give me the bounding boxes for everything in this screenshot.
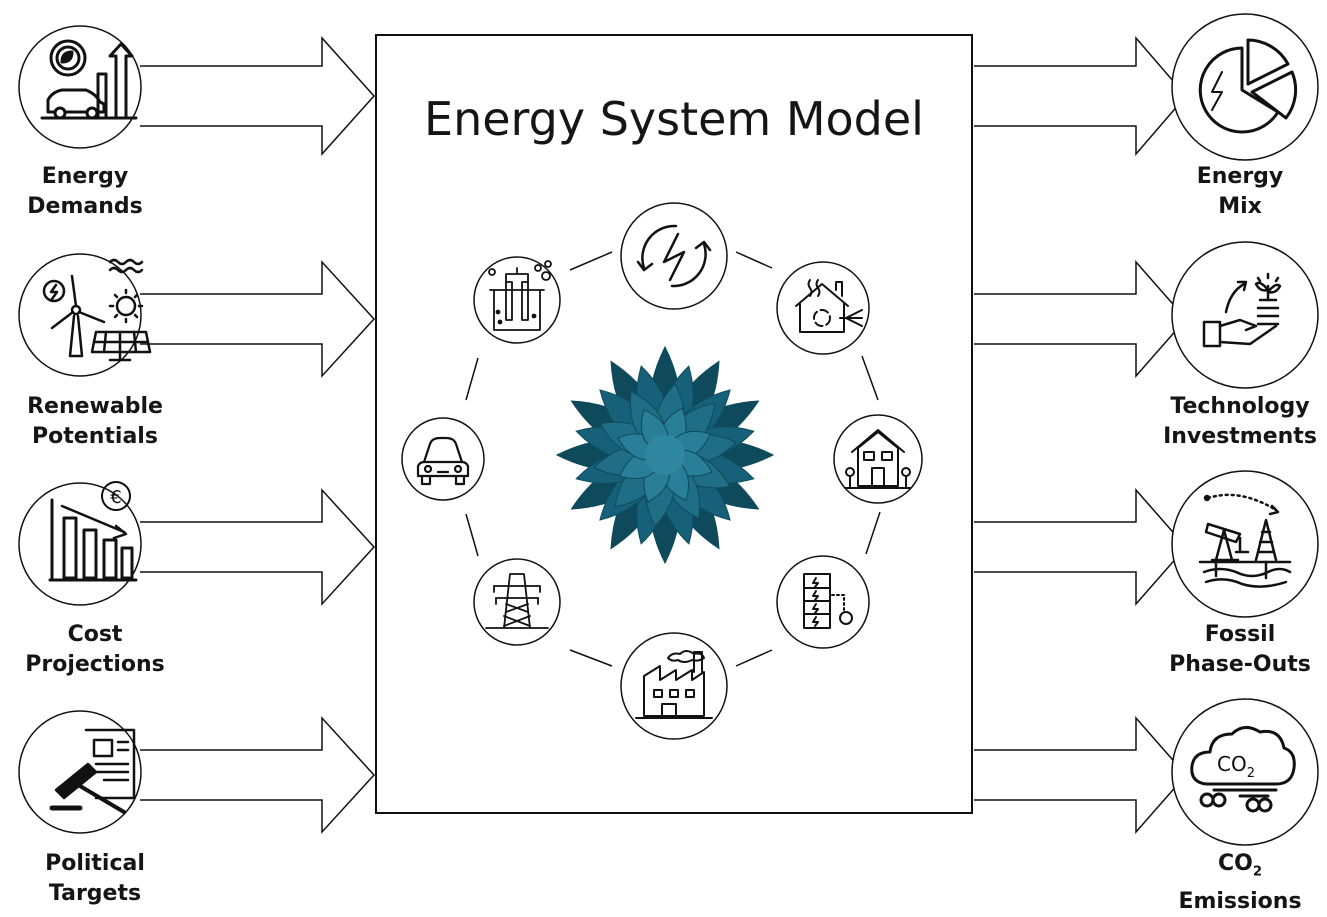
ring-segment [465, 357, 479, 401]
wind-solar-icon [42, 258, 152, 362]
ring-segment [735, 251, 773, 269]
pie-chart-lightning-icon [1198, 38, 1298, 134]
sector-circle [620, 632, 728, 740]
oil-pump-rig-icon [1198, 493, 1292, 588]
output-circle-3 [1171, 470, 1319, 618]
declining-cost-chart-euro-icon: € [48, 481, 138, 582]
power-cycle-icon [636, 224, 712, 288]
input-arrow-3 [140, 488, 376, 606]
ring-segment [569, 251, 613, 271]
sector-circle [776, 261, 870, 355]
output-arrow-1 [974, 35, 1187, 157]
co2-cloud-text: CO2 [1217, 752, 1255, 781]
input-arrow-4 [140, 716, 376, 834]
sector-circle [401, 417, 485, 501]
input-circle-3 [18, 482, 142, 606]
building-icon [845, 429, 911, 489]
output-arrow-3 [974, 488, 1187, 606]
hand-plant-investment-icon [1202, 272, 1282, 348]
ring-segment [865, 511, 881, 555]
ring-segment [569, 649, 613, 667]
factory-icon [635, 650, 713, 719]
flower-center [645, 435, 685, 475]
input-arrow-1 [140, 36, 376, 156]
output-arrow-2 [974, 260, 1187, 378]
svg-text:€: € [110, 487, 121, 508]
car-icon [416, 436, 470, 486]
energy-demand-car-chart-icon [40, 39, 138, 120]
transmission-tower-icon [485, 573, 549, 629]
ring-segment [861, 355, 879, 401]
flower-logo [555, 345, 775, 565]
output-circle-1 [1171, 13, 1319, 161]
sector-circle [833, 414, 923, 504]
output-circle-2 [1171, 241, 1319, 389]
input-circle-2 [18, 253, 142, 377]
battery-storage-icon [803, 573, 853, 629]
heat-pump-house-icon [795, 279, 863, 333]
sector-circle [473, 256, 561, 344]
input-arrow-2 [140, 260, 376, 378]
output-circle-4 [1171, 698, 1319, 846]
gavel-document-icon [49, 728, 136, 814]
ring-segment [735, 649, 773, 667]
co2-cloud-icon [1190, 726, 1296, 813]
model-title: Energy System Model [424, 92, 924, 146]
output-arrow-4 [974, 716, 1187, 834]
ring-segment [465, 513, 479, 557]
electrolyzer-icon [488, 260, 552, 331]
sector-circle [473, 558, 561, 646]
